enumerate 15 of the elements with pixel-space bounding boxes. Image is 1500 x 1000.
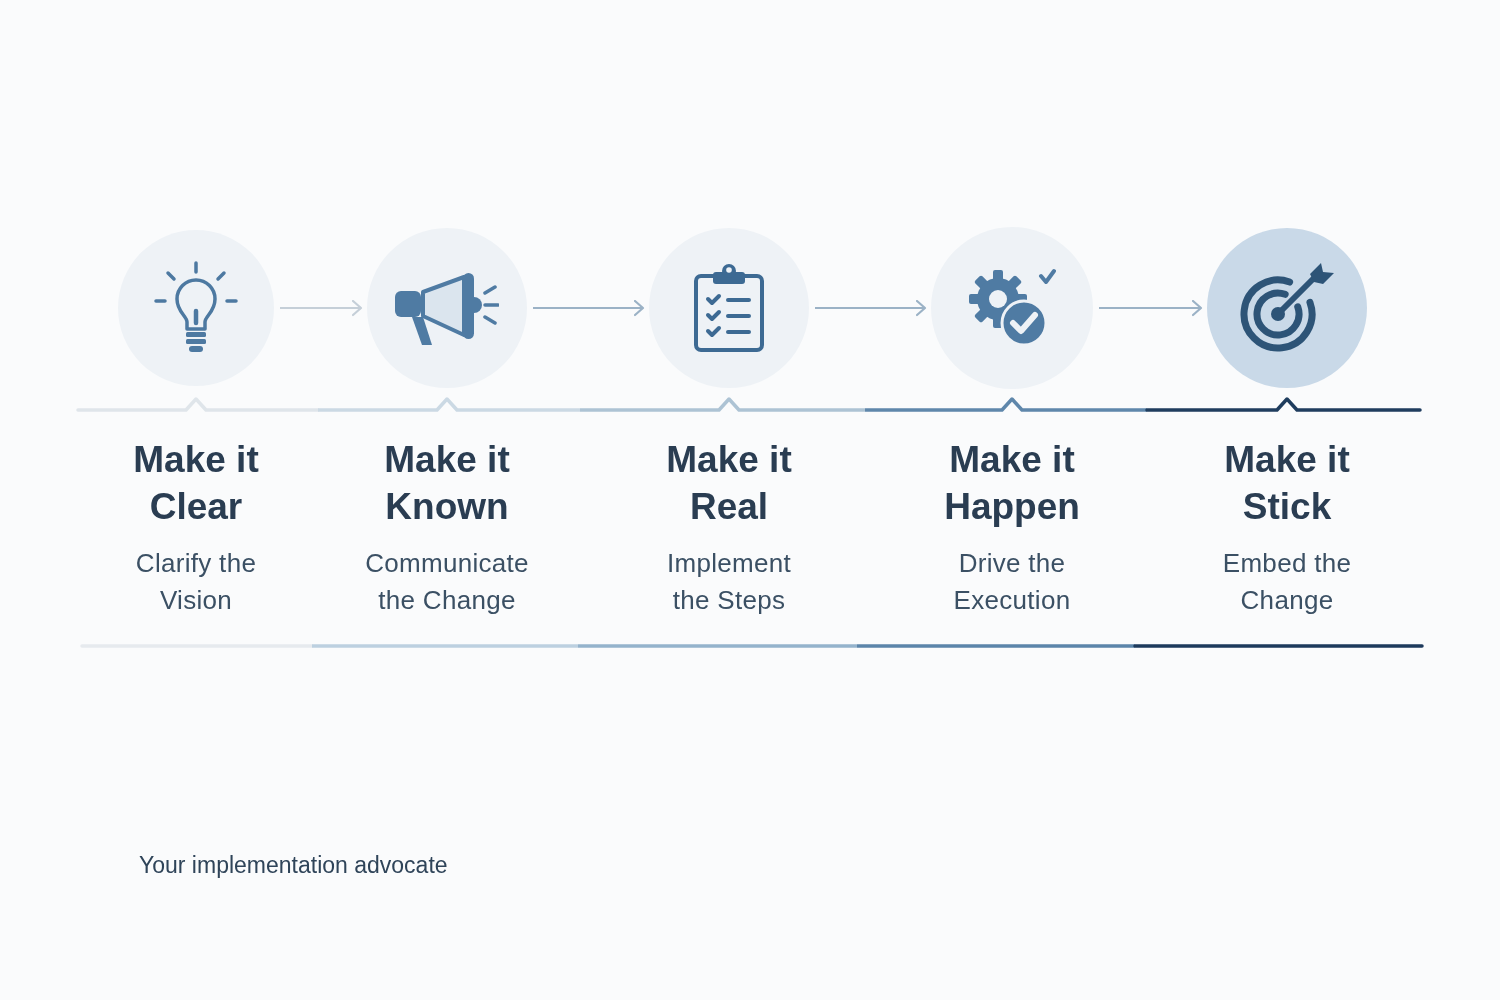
step-title: Make it Happen — [943, 438, 1081, 529]
arrow — [815, 299, 927, 317]
arrow — [1099, 299, 1203, 317]
step-description: Implement the Steps — [665, 547, 793, 617]
step-description: Embed the Change — [1221, 547, 1353, 617]
step-description: Drive the Execution — [952, 547, 1072, 617]
step-title: Make it Real — [665, 438, 793, 529]
step-description: Clarify the Vision — [134, 547, 258, 617]
arrow — [280, 299, 363, 317]
tagline-text: Your implementation advocate — [139, 851, 448, 879]
arrow — [533, 299, 645, 317]
step-title: Make it Clear — [132, 438, 260, 529]
step-title: Make it Known — [383, 438, 511, 529]
step-title: Make it Stick — [1223, 438, 1351, 529]
step-description: Communicate the Change — [364, 547, 530, 617]
